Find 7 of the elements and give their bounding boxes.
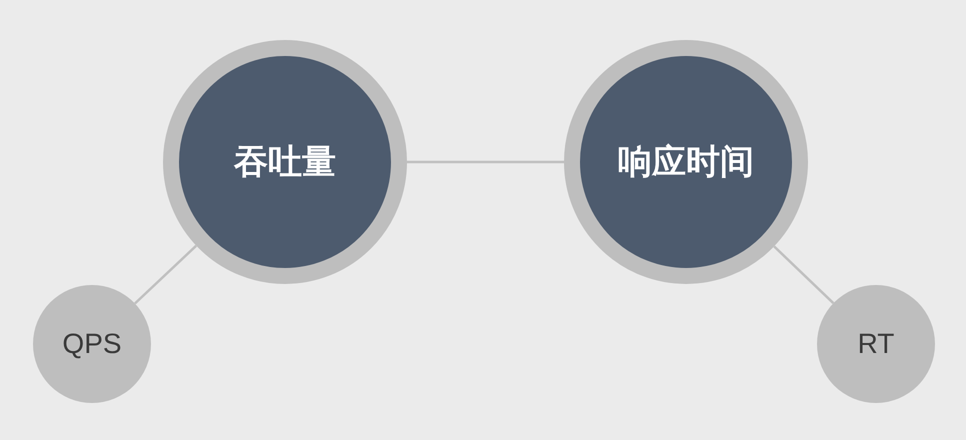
connector-line xyxy=(407,160,564,164)
node-label: QPS xyxy=(62,328,122,360)
node-label: 吞吐量 xyxy=(234,141,336,184)
node-label: RT xyxy=(858,328,894,360)
connector-line xyxy=(773,245,834,304)
connector-line xyxy=(134,244,198,304)
node-label: 响应时间 xyxy=(618,141,754,184)
